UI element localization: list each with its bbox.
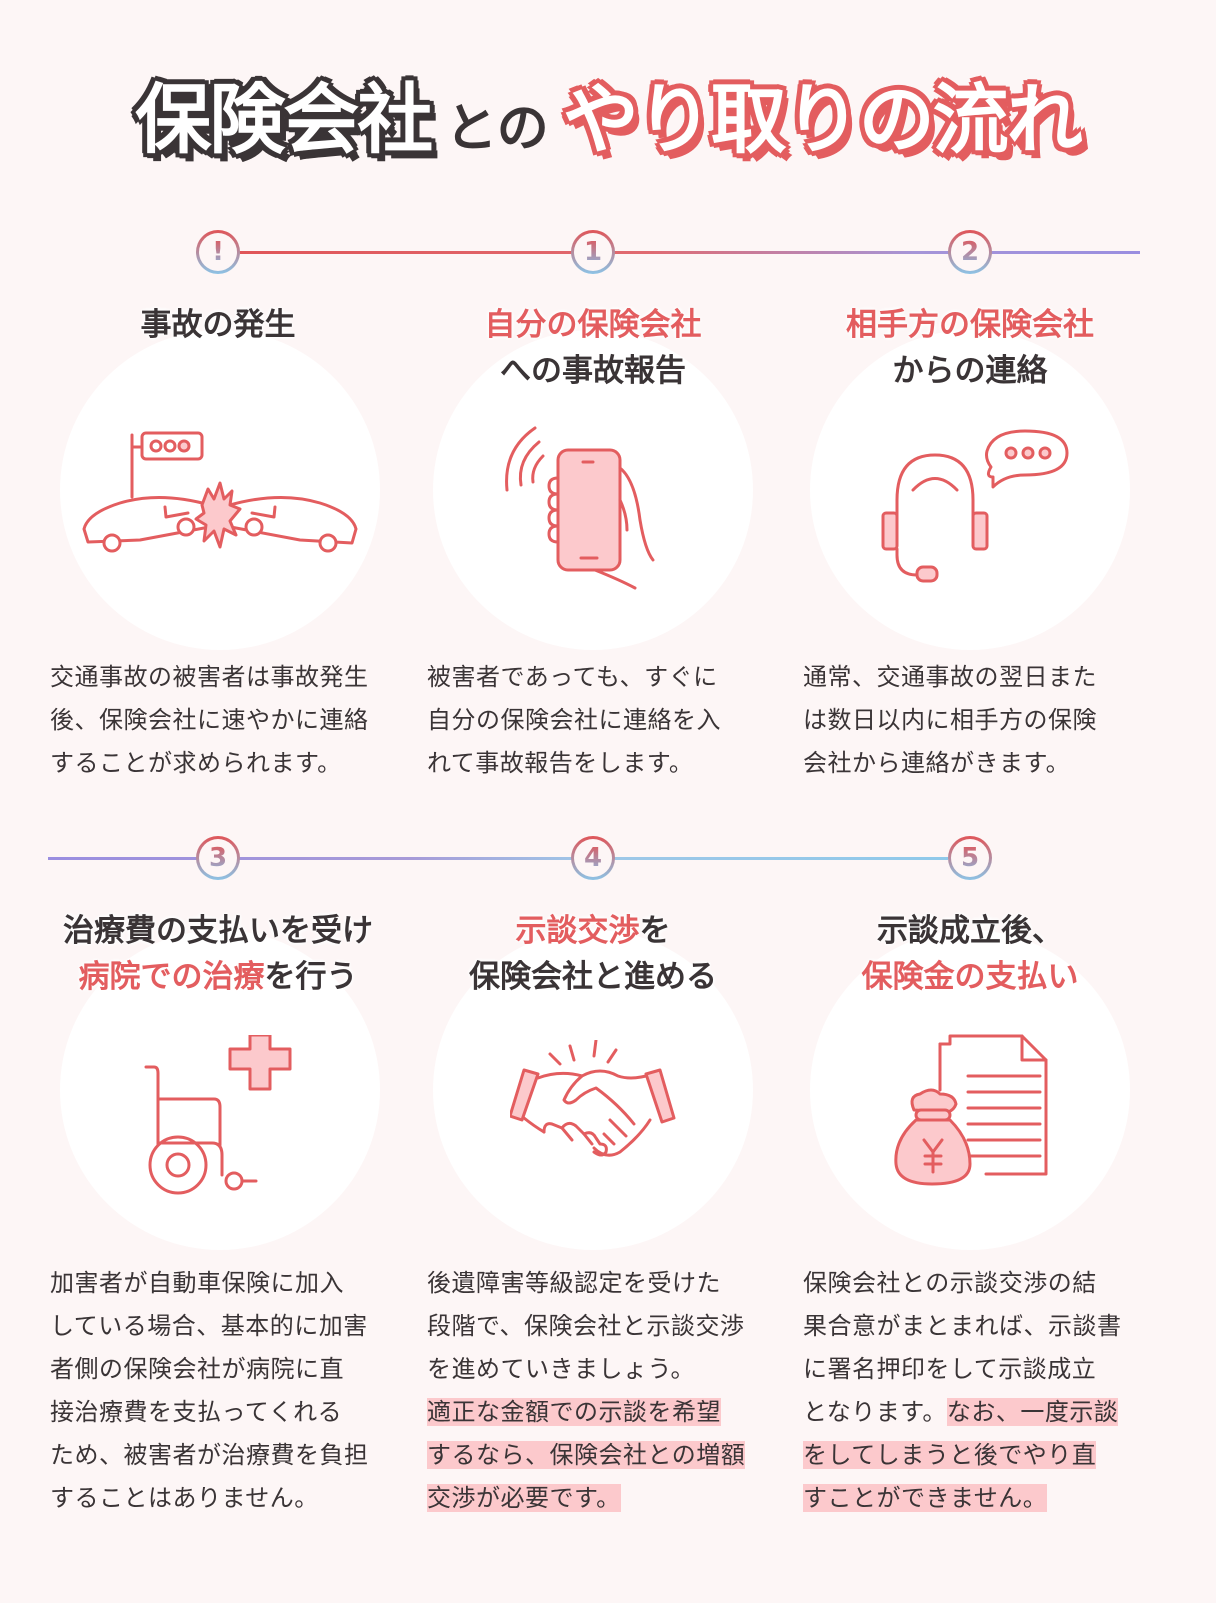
highlight-note: なお、一度示談 — [946, 1398, 1119, 1426]
step-description-1: 被害者であっても、すぐに 自分の保険会社に連絡を入 れて事故報告をします。 — [427, 663, 721, 777]
step-heading-0: 事故の発生 — [140, 307, 296, 343]
smartphone-call-icon — [505, 426, 655, 590]
step-badge-1: 1 — [571, 230, 615, 274]
car-collision-icon — [82, 431, 358, 553]
step-circle-3 — [60, 930, 380, 1250]
step-heading-4: 示談交渉を 保険会社と進める — [469, 913, 717, 995]
step-description-3: 加害者が自動車保険に加入 している場合、基本的に加害 者側の保険会社が病院に直 … — [50, 1269, 369, 1512]
timeline-line-row2 — [48, 857, 948, 860]
handshake-icon — [510, 1040, 676, 1157]
step-description-5: 保険会社との示談交渉の結 果合意がまとまれば、示談書 に署名押印をして示談成立 … — [803, 1269, 1122, 1512]
step-badge-alert: ! — [196, 230, 240, 274]
highlight-note: 交渉が必要です。 — [427, 1484, 621, 1512]
step-heading-5: 示談成立後、 保険金の支払い — [861, 913, 1079, 995]
title-part-with: との — [445, 99, 549, 159]
page-title: 保険会社とのやり取りの流れ — [0, 58, 1216, 168]
money-bag-document-icon — [894, 1034, 1048, 1186]
headset-chat-icon — [881, 429, 1069, 583]
step-heading-2: 相手方の保険会社 からの連絡 — [846, 307, 1094, 389]
step-circle-2 — [810, 330, 1130, 650]
highlight-note: をしてしまうと後でやり直 — [803, 1441, 1097, 1469]
step-description-2: 通常、交通事故の翌日また は数日以内に相手方の保険 会社から連絡がきます。 — [803, 663, 1097, 777]
step-description-4: 後遺障害等級認定を受けた 段階で、保険会社と示談交渉 を進めていきましょう。 適… — [427, 1269, 746, 1512]
timeline-line-row1 — [240, 251, 1140, 254]
highlight-note: すことができません。 — [803, 1484, 1048, 1512]
step-description-0: 交通事故の被害者は事故発生 後、保険会社に速やかに連絡 することが求められます。 — [50, 663, 369, 777]
wheelchair-cross-icon — [144, 1035, 292, 1195]
highlight-note: 適正な金額での示談を希望 — [427, 1398, 721, 1426]
step-badge-5: 5 — [948, 836, 992, 880]
step-badge-4: 4 — [571, 836, 615, 880]
step-badge-3: 3 — [196, 836, 240, 880]
step-heading-1: 自分の保険会社 への事故報告 — [484, 307, 702, 389]
step-badge-2: 2 — [948, 230, 992, 274]
step-heading-3: 治療費の支払いを受け 病院での治療を行う — [63, 913, 373, 995]
step-circle-5 — [810, 930, 1130, 1250]
highlight-note: するなら、保険会社との増額 — [427, 1441, 746, 1469]
title-part-flow: やり取りの流れ — [562, 75, 1083, 164]
title-part-insurer: 保険会社 — [135, 75, 433, 164]
